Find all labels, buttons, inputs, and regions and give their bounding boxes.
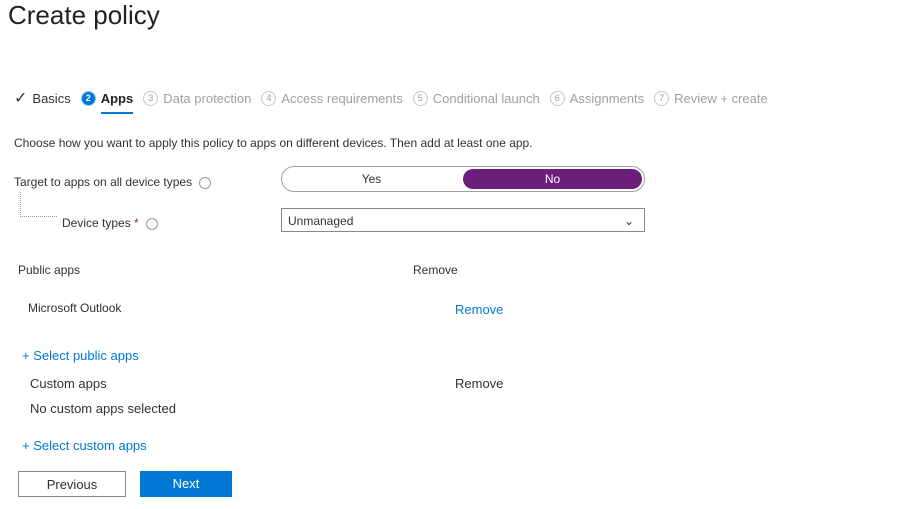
previous-button[interactable]: Previous [18,471,126,497]
step-label: Conditional launch [432,90,540,106]
step-number: 3 [143,90,159,106]
device-types-label: Device types * [62,216,159,230]
step-number: 7 [654,90,670,106]
info-icon[interactable] [146,217,159,230]
intro-text: Choose how you want to apply this policy… [14,136,533,150]
step-label: Basics [32,90,71,106]
target-toggle[interactable]: Yes No [281,166,645,192]
no-custom-apps-text: No custom apps selected [30,401,176,416]
target-label-text: Target to apps on all device types [14,175,193,189]
next-button[interactable]: Next [140,471,232,497]
check-icon: ✓ [14,90,28,107]
step-number: 2 [80,90,96,106]
target-label: Target to apps on all device types [14,175,212,189]
step-label: Assignments [569,90,645,106]
step-label: Data protection [163,90,252,106]
step-label: Access requirements [281,90,403,106]
chevron-down-icon: ⌄ [623,214,634,228]
toggle-no[interactable]: No [463,169,642,189]
dropdown-value: Unmanaged [288,214,354,228]
step-label: Review + create [674,90,768,106]
toggle-yes[interactable]: Yes [361,172,382,186]
public-apps-header: Public apps [18,263,81,277]
select-custom-apps-link[interactable]: + Select custom apps [22,438,147,453]
page-title: Create policy [8,0,160,30]
step-label: Apps [100,90,134,106]
info-icon[interactable] [199,176,212,189]
tree-connector [20,192,57,217]
label-text: Device types [62,216,131,230]
app-name: Microsoft Outlook [28,301,122,315]
custom-apps-header: Custom apps [30,376,107,391]
required-mark: * [134,216,139,230]
step-number: 6 [549,90,565,106]
select-public-apps-link[interactable]: + Select public apps [22,348,139,363]
device-types-dropdown[interactable]: Unmanaged ⌄ [281,208,645,232]
step-number: 5 [412,90,428,106]
public-remove-header: Remove [413,263,458,277]
remove-outlook-link[interactable]: Remove [455,302,504,317]
step-number: 4 [261,90,277,106]
custom-remove-header: Remove [455,376,504,391]
tab-basics[interactable]: ✓Basics [14,88,71,108]
